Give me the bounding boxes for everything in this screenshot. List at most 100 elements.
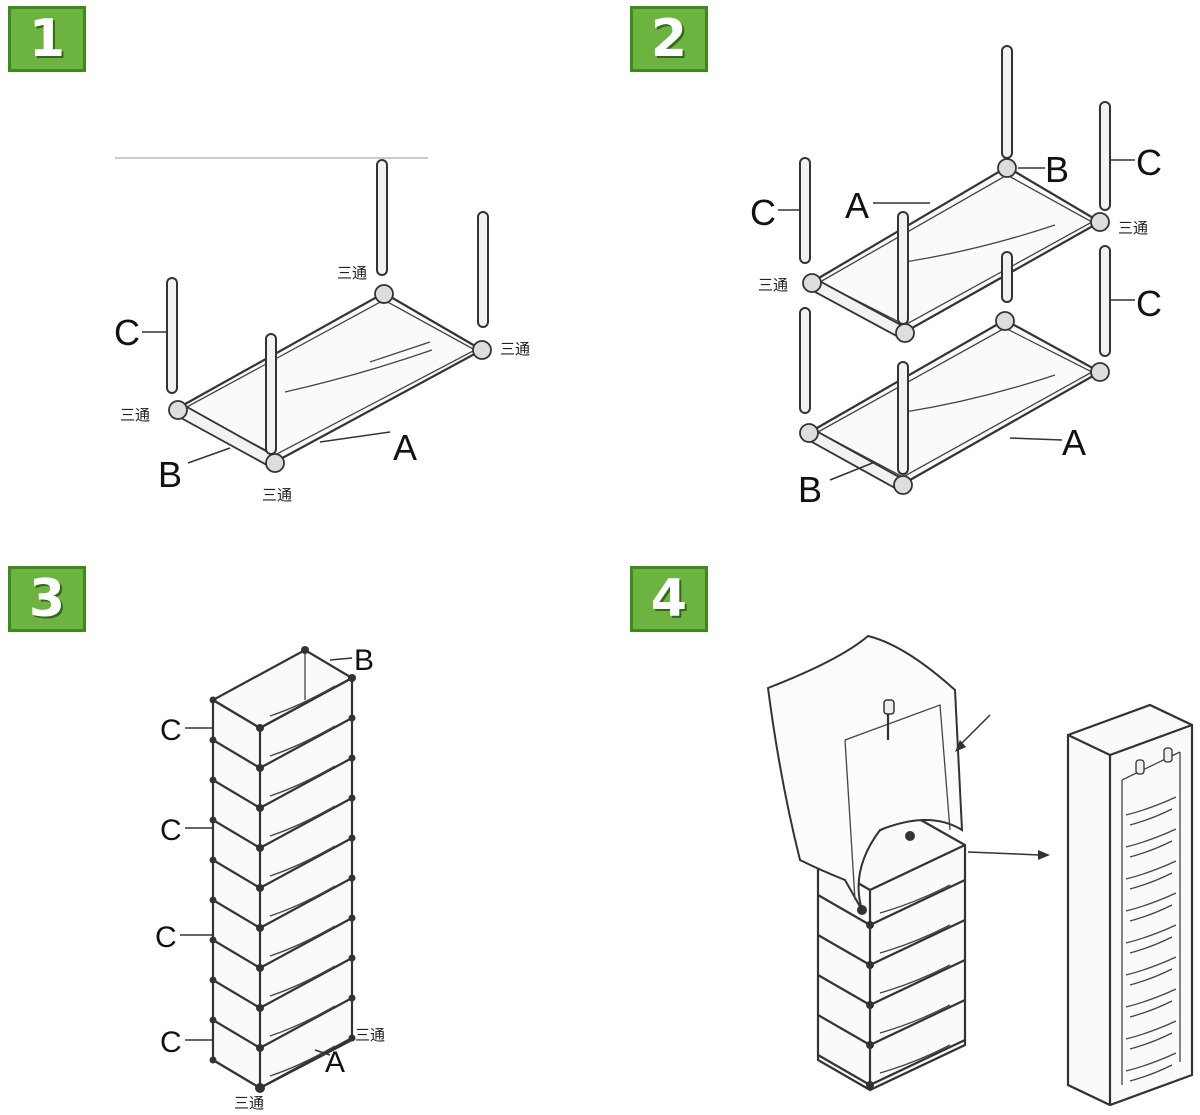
step-3-shelf-connector — [348, 954, 356, 962]
step-4-cabinet-shelf-line — [1125, 860, 1177, 880]
step-4-arrowhead — [955, 740, 966, 752]
step-3-shelf-curve — [269, 765, 336, 797]
step-3-shelf-connector — [256, 1044, 264, 1052]
step-3-shelf-connector — [209, 816, 217, 824]
step-3-shelf-connector — [209, 976, 217, 984]
step-4-cabinet-shelf-curve — [1129, 904, 1173, 922]
step-2-badge: 2 — [630, 6, 708, 72]
step-3-leader-b — [329, 657, 353, 661]
step-3-shelf-connector — [256, 764, 264, 772]
step-3-connector-label: 三通 — [355, 1026, 385, 1044]
step-3-leader-a — [314, 1049, 331, 1056]
step-4-shelf-connector — [866, 1041, 874, 1049]
step-4-cabinet-shelf-curve — [1129, 1032, 1173, 1050]
step-3-shelf-curve — [269, 965, 336, 997]
step-3-shelves — [209, 674, 356, 1092]
step-3-shelf-connector — [209, 856, 217, 864]
step-4-cabinet-shelf-curve — [1129, 1064, 1173, 1082]
step-4-cabinet-shelf-curve — [1129, 936, 1173, 954]
step-1-connector-label: 三通 — [120, 406, 150, 424]
step-2-pole-c — [799, 157, 811, 264]
step-1-connector — [168, 400, 188, 420]
step-3-shelf-connector — [209, 776, 217, 784]
step-2-label-c: C — [1136, 142, 1162, 183]
step-3-shelf-connector — [256, 804, 264, 812]
step-1-connector — [472, 340, 492, 360]
step-4-cabinet-shelf-line — [1125, 1020, 1177, 1040]
step-2-pole — [799, 307, 811, 414]
step-4-shelf-curve — [879, 1044, 951, 1074]
step-2-connector — [1090, 362, 1110, 382]
step-3-label-b: B — [354, 644, 374, 677]
step-3-shelf-connector — [348, 994, 356, 1002]
step-2-connector — [802, 273, 822, 293]
step-3-shelf-connector — [209, 1056, 217, 1064]
step-3-shelf-curve — [269, 845, 336, 877]
step-4-cabinet-shelf-curve — [1129, 840, 1173, 858]
step-3-shelf-connector — [348, 754, 356, 762]
step-3-shelf-connector — [256, 724, 264, 732]
step-3-shelf-connector — [256, 964, 264, 972]
step-4-cabinet-zipper-tab — [1135, 759, 1145, 775]
step-4-arrow-line — [967, 851, 1041, 856]
step-4-shelf-curve — [879, 924, 951, 954]
step-1-leader-b — [187, 447, 231, 464]
step-3-shelf-connector — [348, 914, 356, 922]
step-1-pole — [376, 159, 388, 276]
step-3-label-c: C — [160, 1026, 182, 1059]
step-3-shelf-curve — [269, 805, 336, 837]
step-2-label-a: A — [1062, 422, 1086, 463]
step-3-shelf-connector — [256, 884, 264, 892]
step-4-shelf-curve — [879, 1004, 951, 1034]
step-2-pole — [897, 211, 909, 325]
step-1-number: 1 — [28, 9, 66, 69]
step-3-shelf-connector — [348, 834, 356, 842]
step-1-pole-c — [166, 277, 178, 394]
step-4-shelf-curve — [879, 964, 951, 994]
step-4-shelves — [817, 879, 966, 1089]
step-3-shelf-connector — [348, 714, 356, 722]
step-3-top-connector — [301, 646, 309, 654]
step-4-cabinet-zipper-tab — [1163, 747, 1173, 763]
step-3-label-a: A — [325, 1046, 345, 1079]
step-4-cabinet-shelf-line — [1125, 988, 1177, 1008]
step-3-bottom-connector — [255, 1083, 265, 1093]
step-4-shelf-curve — [879, 884, 951, 914]
step-2-pole — [1001, 45, 1013, 159]
step-4-shelf-connector — [866, 1081, 874, 1089]
step-2-connector — [895, 323, 915, 343]
step-1-label-b: B — [158, 454, 182, 495]
step-3-shelf-connector — [209, 936, 217, 944]
step-3-label-c: C — [160, 714, 182, 747]
step-2-label-b: B — [798, 469, 822, 510]
step-3-shelf-curve — [269, 685, 336, 717]
step-2-leader-a — [1009, 437, 1063, 441]
step-2-label-a: A — [845, 185, 869, 226]
step-4-cabinet-shelf-curve — [1129, 808, 1173, 826]
step-2-connector — [995, 311, 1015, 331]
step-4-cabinet-shelf-line — [1125, 828, 1177, 848]
step-3-connector-label: 三通 — [234, 1094, 264, 1112]
step-2-illustration: C C C A A B B 三通 三通 — [750, 45, 1162, 510]
step-4-illustration — [766, 634, 1194, 1107]
step-1-pole — [477, 211, 489, 328]
step-2-label-c: C — [750, 192, 776, 233]
step-3-shelf-connector — [348, 1034, 356, 1042]
step-3-shelf-curve — [269, 885, 336, 917]
step-4-finished-cabinet — [1066, 703, 1194, 1107]
step-1-pole — [265, 333, 277, 455]
step-2-label-c: C — [1136, 283, 1162, 324]
step-2-connector — [997, 158, 1017, 178]
step-4-cabinet-shelf-curve — [1129, 1000, 1173, 1018]
step-1-label-c: C — [114, 312, 140, 353]
step-3-shelf-connector — [256, 924, 264, 932]
step-1-illustration: C A B 三通 三通 三通 三通 — [114, 157, 530, 504]
step-3-shelf-curve — [269, 1005, 336, 1037]
step-4-shelf-connector — [866, 1001, 874, 1009]
step-1-label-a: A — [393, 427, 417, 468]
step-1-badge: 1 — [8, 6, 86, 72]
step-2-connector-label: 三通 — [758, 276, 788, 294]
step-2-connector — [1090, 212, 1110, 232]
step-4-cover-opening — [844, 704, 951, 831]
step-3-shelf-connector — [209, 1016, 217, 1024]
